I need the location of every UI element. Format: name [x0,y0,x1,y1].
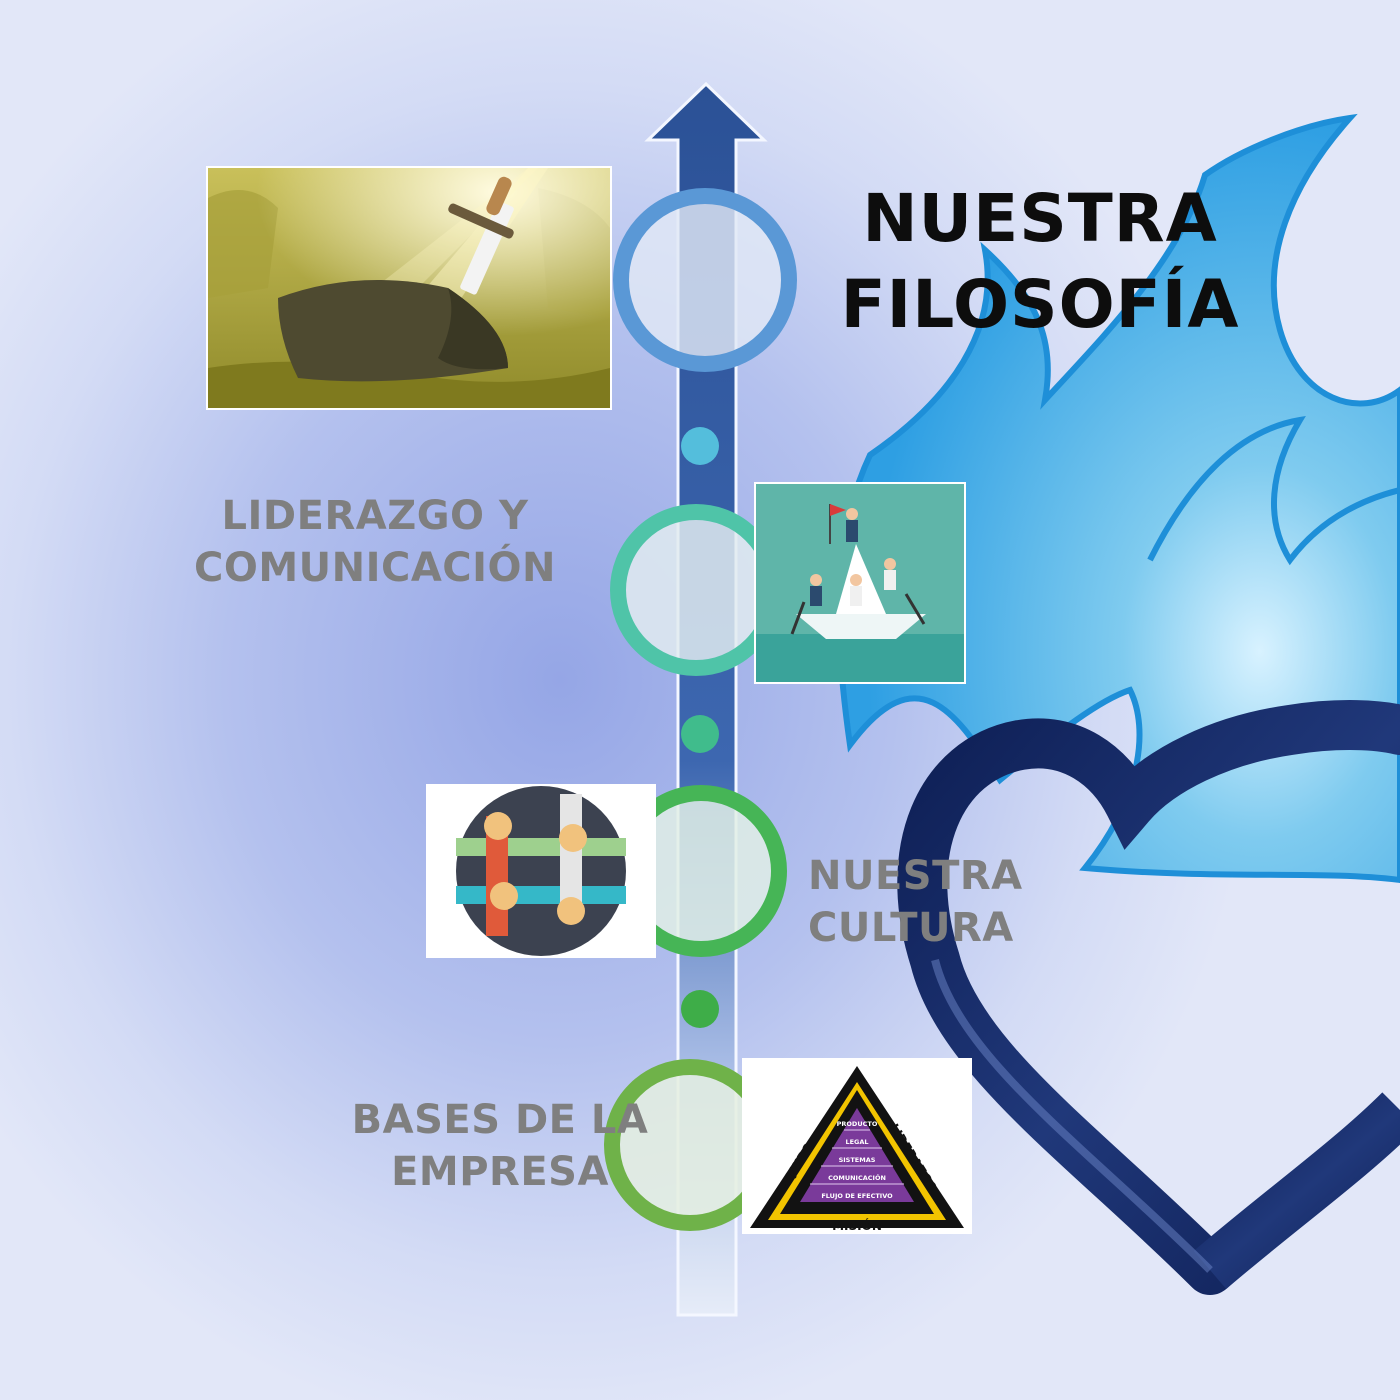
milestone-ring-1 [610,504,782,676]
timeline-dot [681,990,719,1028]
milestone-label-culture: NUESTRA CULTURA [808,850,1068,954]
pyramid-level-5: FLUJO DE EFECTIVO [821,1192,893,1200]
sword-in-stone-image [208,168,610,408]
pyramid-base: MISIÓN [832,1218,882,1232]
milestone-label-foundations: BASES DE LA EMPRESA [330,1094,670,1198]
pyramid-level-4: COMUNICACIÓN [828,1173,886,1182]
milestone-label-line: CULTURA [808,905,1014,951]
milestone-label-line: EMPRESA [391,1149,609,1195]
page-title: NUESTRA FILOSOFÍA [790,176,1290,348]
leadership-boat-image [756,484,964,682]
pyramid-level-2: LEGAL [845,1138,868,1146]
timeline-dot [681,715,719,753]
title-line-1: NUESTRA [862,180,1218,257]
milestone-ring-top [613,188,797,372]
milestone-label-line: LIDERAZGO Y [221,493,529,539]
milestone-label-line: BASES DE LA [351,1097,649,1143]
milestone-label-line: NUESTRA [808,853,1023,899]
team-hands-image [428,786,654,956]
business-pyramid-image: PRODUCTO LEGAL SISTEMAS COMUNICACIÓN FLU… [744,1060,970,1232]
timeline-dot [681,427,719,465]
pyramid-level-3: SISTEMAS [839,1156,876,1164]
milestone-label-leadership: LIDERAZGO Y COMUNICACIÓN [160,490,590,594]
milestone-label-line: COMUNICACIÓN [193,545,557,591]
flame-shape [835,113,1400,884]
pyramid-level-1: PRODUCTO [837,1120,878,1128]
title-line-2: FILOSOFÍA [840,266,1240,343]
